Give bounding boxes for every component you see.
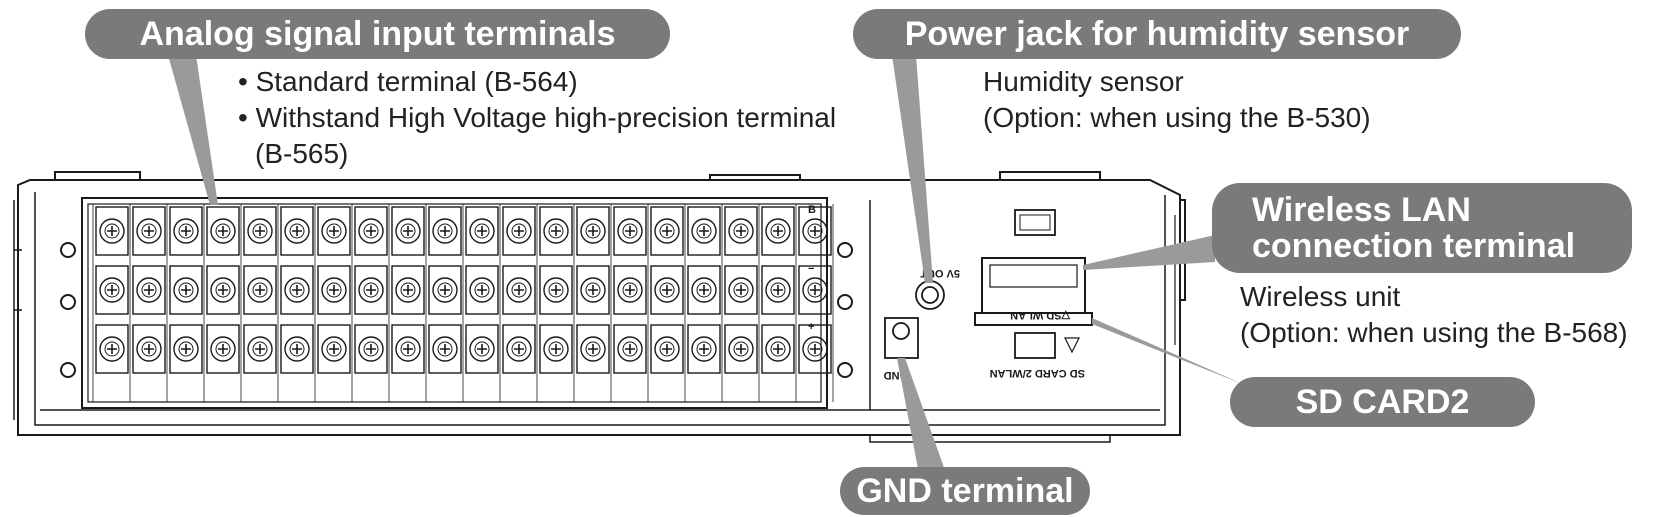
terminal-screw [539, 206, 573, 256]
analog-terminals-desc: • Standard terminal (B-564) • Withstand … [238, 64, 836, 172]
terminal-screw [243, 324, 277, 374]
wireless-lan-title-line2: connection terminal [1252, 227, 1576, 265]
analog-terminals-callout: Analog signal input terminals [85, 9, 670, 59]
terminal-screw [169, 324, 203, 374]
terminal-screw [95, 265, 129, 315]
terminal-screw [354, 265, 388, 315]
terminal-screw [280, 324, 314, 374]
analog-item-b565: (B-565) [255, 138, 349, 169]
gnd-leader [897, 358, 952, 490]
terminal-screw [465, 324, 499, 374]
wireless-lan-callout: Wireless LAN connection terminal [1212, 183, 1632, 273]
terminal-screw [354, 324, 388, 374]
terminal-screw [391, 206, 425, 256]
terminal-screw [206, 265, 240, 315]
analog-item-standard: • Standard terminal (B-564) [238, 66, 578, 97]
terminal-screw [95, 324, 129, 374]
terminal-screw [650, 206, 684, 256]
terminal-screw [169, 265, 203, 315]
terminal-screw [613, 265, 647, 315]
terminal-screw [576, 206, 610, 256]
terminal-screw [428, 265, 462, 315]
terminal-screw [428, 206, 462, 256]
terminal-screw [724, 324, 758, 374]
gnd-terminal-callout: GND terminal [840, 467, 1090, 515]
terminal-screw [280, 265, 314, 315]
power-jack-desc-line1: Humidity sensor [983, 66, 1184, 97]
sd-card2-title: SD CARD2 [1295, 382, 1470, 421]
terminal-screw [391, 324, 425, 374]
terminal-screw [576, 265, 610, 315]
terminal-screw [132, 324, 166, 374]
terminal-screw [539, 265, 573, 315]
right-panel [884, 209, 1093, 359]
device-body [13, 171, 1186, 443]
wlan-leader [1083, 235, 1215, 270]
analog-leader [168, 55, 218, 205]
power-jack-desc: Humidity sensor (Option: when using the … [983, 64, 1371, 136]
analog-terminal-grid [92, 204, 834, 402]
wireless-lan-desc: Wireless unit (Option: when using the B-… [1240, 279, 1628, 351]
sd-wlan-slot-label: ▽SD WLAN [1010, 309, 1071, 321]
power-jack-title: Power jack for humidity sensor [904, 14, 1410, 53]
terminal-screw [206, 206, 240, 256]
terminal-screw [132, 265, 166, 315]
row-marker-minus: − [808, 263, 814, 275]
terminal-screw [724, 265, 758, 315]
sd-card2-callout: SD CARD2 [1230, 377, 1535, 427]
terminal-screw [576, 324, 610, 374]
terminal-screw [724, 206, 758, 256]
terminal-screw [761, 265, 795, 315]
analog-terminals-title: Analog signal input terminals [139, 14, 616, 53]
row-marker-plus: + [808, 321, 814, 333]
terminal-screw [428, 324, 462, 374]
wireless-lan-title-line1: Wireless LAN [1252, 191, 1471, 229]
terminal-screw [132, 206, 166, 256]
terminal-screw [280, 206, 314, 256]
terminal-screw [317, 206, 351, 256]
terminal-screw [539, 324, 573, 374]
wireless-lan-desc-line2: (Option: when using the B-568) [1240, 317, 1628, 348]
wireless-lan-desc-line1: Wireless unit [1240, 281, 1401, 312]
panel-labels: 5V OUT ▽SD WLAN SD CARD 2/WLAN GND B − + [808, 204, 1085, 381]
terminal-screw [243, 206, 277, 256]
power-leader [892, 55, 933, 283]
terminal-screw [613, 324, 647, 374]
terminal-screw [391, 265, 425, 315]
terminal-screw [317, 265, 351, 315]
terminal-screw [243, 265, 277, 315]
terminal-screw [687, 265, 721, 315]
terminal-screw [650, 324, 684, 374]
terminal-screw [761, 206, 795, 256]
power-jack-callout: Power jack for humidity sensor [853, 9, 1461, 59]
terminal-screw [798, 324, 832, 374]
terminal-screw [169, 206, 203, 256]
terminal-screw [761, 324, 795, 374]
terminal-screw [687, 324, 721, 374]
terminal-screw [798, 265, 832, 315]
terminal-screw [798, 206, 832, 256]
terminal-screw [95, 206, 129, 256]
terminal-screw [502, 265, 536, 315]
analog-item-high-voltage: • Withstand High Voltage high-precision … [238, 102, 837, 133]
leader-lines [168, 55, 1270, 490]
terminal-screw [354, 206, 388, 256]
row-marker-b: B [808, 204, 816, 216]
gnd-terminal-title: GND terminal [856, 471, 1074, 510]
terminal-screw [650, 265, 684, 315]
terminal-screw [502, 324, 536, 374]
terminal-screw [613, 206, 647, 256]
terminal-screw [206, 324, 240, 374]
terminal-screw [687, 206, 721, 256]
terminal-screw [317, 324, 351, 374]
terminal-screw [465, 265, 499, 315]
power-jack-desc-line2: (Option: when using the B-530) [983, 102, 1371, 133]
terminal-screw [502, 206, 536, 256]
sd-card-wlan-label: SD CARD 2/WLAN [990, 367, 1085, 379]
terminal-screw [465, 206, 499, 256]
